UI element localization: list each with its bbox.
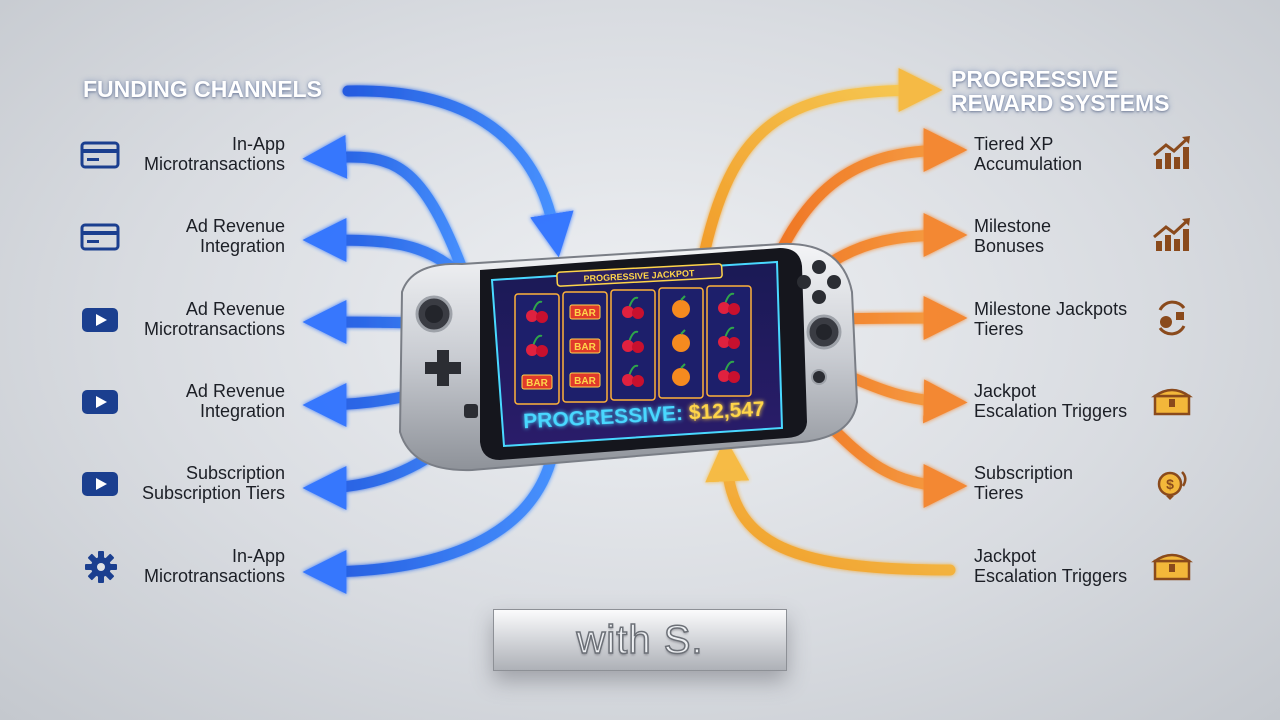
treasure-chest-icon: [1150, 382, 1194, 418]
reward-item-line2: Bonuses: [974, 236, 1045, 256]
reward-arrow-6: [705, 437, 956, 576]
cycle-coin-icon: [1150, 300, 1194, 336]
funding-item-line1: Subscription: [185, 463, 285, 483]
treasure-chest-icon: [1150, 547, 1194, 583]
reward-item-line2: Tieres: [974, 483, 1024, 503]
progressive-amount: $12,547: [688, 398, 765, 425]
reward-heading-line1: PROGRESSIVE: [951, 66, 1119, 92]
capture-button: [464, 404, 478, 418]
home-button: [811, 369, 827, 385]
funding-channels-heading: FUNDING CHANNELS: [83, 76, 322, 102]
funding-item-line1: In-App: [231, 134, 285, 154]
funding-item-line1: Ad Revenue: [185, 299, 285, 319]
gear-icon: [79, 549, 123, 585]
orange-icon: [672, 295, 690, 318]
funding-arrow-1: [302, 134, 476, 296]
reward-item-line1: Jackpot: [974, 381, 1037, 401]
bar-symbol-label: BAR: [526, 378, 548, 389]
growth-chart-icon: [1150, 217, 1194, 253]
bar-symbol: BAR: [569, 304, 601, 320]
cherry-icon: [622, 330, 644, 353]
dpad-icon: [425, 350, 461, 386]
cherry-icon: [718, 360, 740, 383]
reward-item-line2: Accumulation: [974, 154, 1083, 174]
cherry-icon: [526, 334, 548, 357]
caption-plaque: with S.: [493, 609, 787, 671]
funding-item-line2: Microtransactions: [143, 566, 285, 586]
reward-item-line2: Escalation Triggers: [974, 566, 1128, 586]
reward-item-line1: Tiered XP: [974, 134, 1054, 154]
reward-item-line1: Milestone Jackpots: [974, 299, 1128, 319]
bar-symbol: BAR: [569, 372, 601, 388]
funding-item-line1: In-App: [231, 546, 285, 566]
progressive-reward-systems-heading: PROGRESSIVE REWARD SYSTEMS: [951, 67, 1170, 115]
funding-item-line2: Integration: [199, 401, 285, 421]
play-icon: [79, 466, 123, 502]
slot-reels: BAR BAR BAR BAR: [514, 285, 752, 405]
bar-symbol-label: BAR: [574, 376, 596, 387]
play-icon: [79, 302, 123, 338]
cherry-icon: [718, 326, 740, 349]
reward-item-line2: Tieres: [974, 319, 1024, 339]
progressive-jackpot-label: PROGRESSIVE: $12,547: [523, 398, 766, 434]
cherry-icon: [622, 364, 644, 387]
cherry-icon: [718, 292, 740, 315]
funding-item-line1: Ad Revenue: [185, 381, 285, 401]
funding-arrow-6: [302, 434, 561, 594]
reward-arrow-main: [699, 68, 943, 256]
coin-bag-icon: $: [1150, 464, 1194, 500]
orange-icon: [672, 329, 690, 352]
bar-symbol: BAR: [521, 374, 553, 390]
card-icon: [79, 219, 123, 255]
funding-item-line2: Integration: [199, 236, 285, 256]
reward-item-line1: Subscription: [974, 463, 1074, 483]
play-icon: [79, 384, 123, 420]
orange-icon: [672, 363, 690, 386]
card-icon: [79, 137, 123, 173]
left-analog-stick: [415, 295, 453, 333]
funding-item-line2: Subscription Tiers: [141, 483, 285, 503]
cherry-icon: [622, 296, 644, 319]
right-analog-stick: [806, 314, 842, 350]
reward-heading-line2: REWARD SYSTEMS: [951, 90, 1170, 116]
svg-text:$: $: [1166, 476, 1174, 492]
bar-symbol-label: BAR: [574, 308, 596, 319]
reward-item-line2: Escalation Triggers: [974, 401, 1128, 421]
reward-item-line1: Milestone: [974, 216, 1052, 236]
funding-item-line2: Microtransactions: [143, 154, 285, 174]
growth-chart-icon: [1150, 135, 1194, 171]
funding-item-line1: Ad Revenue: [185, 216, 285, 236]
reward-item-line1: Jackpot: [974, 546, 1037, 566]
funding-item-line2: Microtransactions: [143, 319, 285, 339]
funding-arrow-main: [342, 85, 574, 258]
bar-symbol-label: BAR: [574, 342, 596, 353]
face-buttons: [797, 260, 841, 304]
caption-text: with S.: [576, 617, 704, 663]
cherry-icon: [526, 300, 548, 323]
bar-symbol: BAR: [569, 338, 601, 354]
